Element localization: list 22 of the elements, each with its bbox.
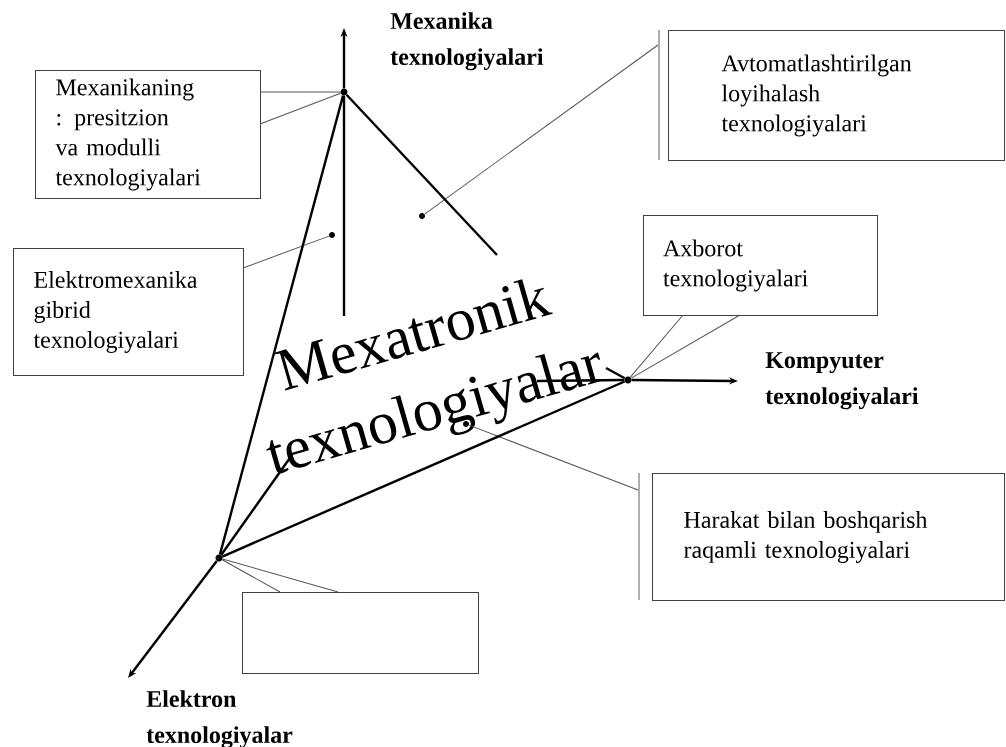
- callout-box: Avtomatlashtirilgan loyihalash texnologiyalari: [658, 29, 1005, 161]
- line: [221, 380, 626, 558]
- leader-line: [242, 235, 330, 269]
- callout-pointer: [259, 91, 342, 125]
- line: [605, 366, 626, 380]
- line: [342, 95, 346, 316]
- axis-label: Mexanika texnologiyalari: [390, 12, 544, 71]
- line: [345, 93, 498, 256]
- line: [220, 454, 293, 556]
- leader-line: [468, 424, 639, 491]
- axis-arrow: [128, 560, 218, 678]
- callout-box: Harakat bilan boshqarish raqamli texnologiyalari: [638, 472, 1005, 601]
- line: [218, 95, 345, 555]
- callout-pointer: [629, 314, 741, 379]
- axis-label: Kompyuter texnologiyalari: [765, 352, 919, 410]
- leader-line: [424, 44, 659, 215]
- line: [537, 378, 625, 383]
- callout-pointer: [221, 558, 339, 593]
- callout-box: Mexanikaning : presitzion va modulli texnologiyalari: [35, 70, 261, 199]
- callout-box: Axborot texnologiyalari: [643, 215, 878, 316]
- callout-box: Elektromexanika gibrid texnologiyalari: [13, 248, 244, 376]
- callout-box: [242, 592, 479, 674]
